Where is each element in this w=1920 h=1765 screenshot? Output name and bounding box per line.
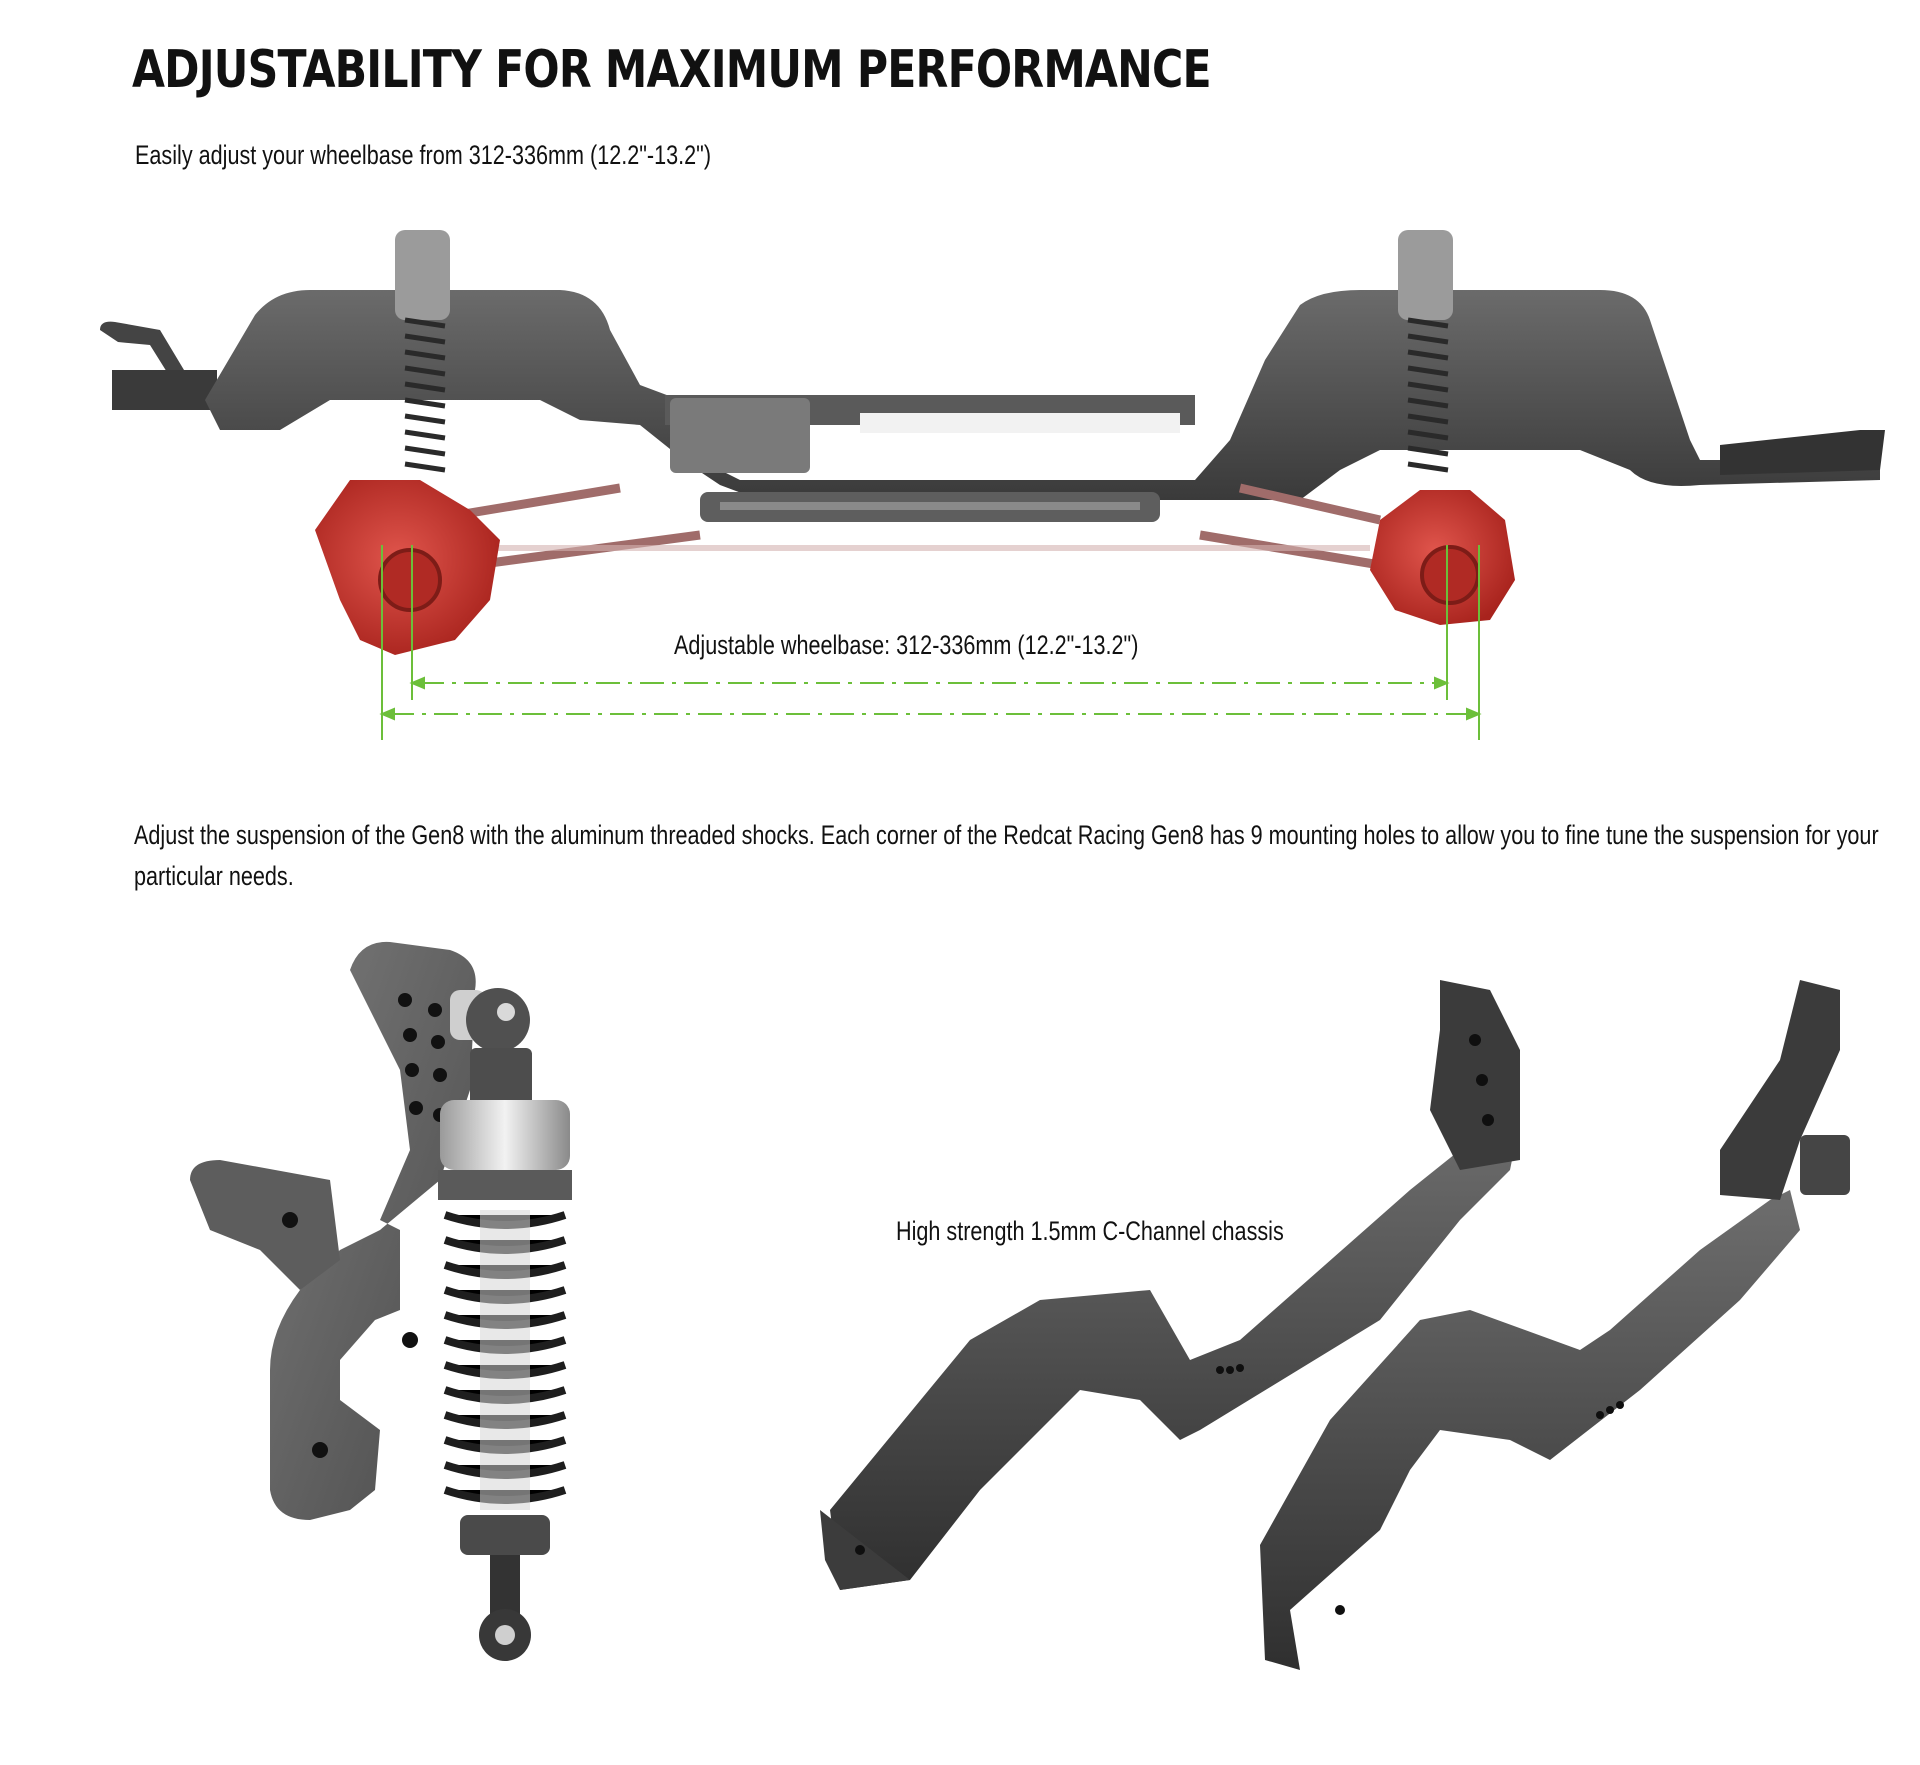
shock-mount-image bbox=[190, 941, 572, 1661]
chassis-channel-label: High strength 1.5mm C-Channel chassis bbox=[896, 1216, 1284, 1246]
wheelbase-dimension-label: Adjustable wheelbase: 312-336mm (12.2"-1… bbox=[674, 630, 1139, 660]
c-channel-rails-image bbox=[820, 980, 1850, 1670]
suspension-description: Adjust the suspension of the Gen8 with t… bbox=[134, 820, 1879, 891]
wheelbase-subtitle: Easily adjust your wheelbase from 312-33… bbox=[135, 140, 712, 170]
wheelbase-dimension-lines bbox=[379, 545, 1482, 740]
chassis-assembly-image bbox=[100, 230, 1885, 655]
page-title: ADJUSTABILITY FOR MAXIMUM PERFORMANCE bbox=[132, 40, 1212, 100]
